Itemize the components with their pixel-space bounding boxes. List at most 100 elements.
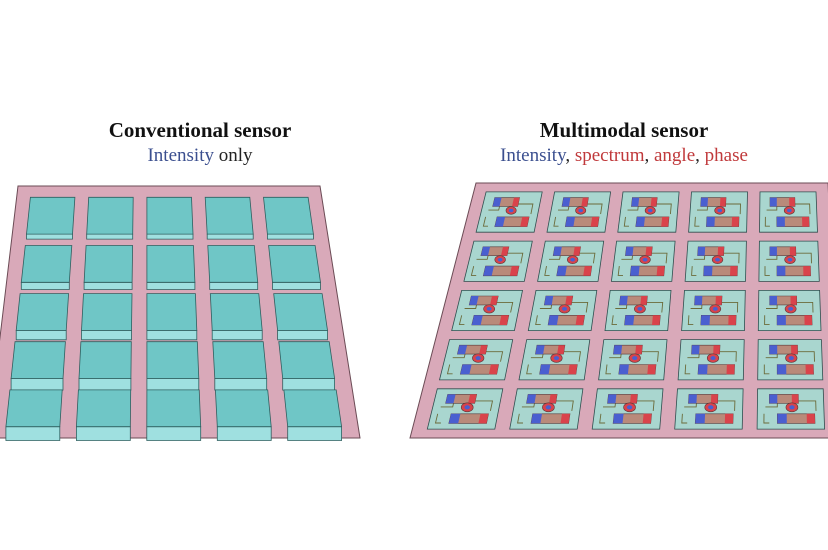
ring-core xyxy=(486,307,492,311)
pixel-side xyxy=(214,378,268,391)
sensor-cell xyxy=(438,339,514,381)
device-blue-end xyxy=(769,394,778,404)
sensor-cell xyxy=(677,339,745,381)
pixel xyxy=(146,293,198,331)
trace xyxy=(691,266,697,276)
sensor-cell xyxy=(591,388,664,430)
device-blue-end xyxy=(777,364,787,375)
device-blue-end xyxy=(697,246,706,256)
device-red-end xyxy=(806,413,815,424)
trace xyxy=(553,216,559,227)
subtitle-only: only xyxy=(213,145,253,166)
device-blue-end xyxy=(445,394,456,404)
device-red-end xyxy=(640,296,648,305)
trace xyxy=(446,364,453,375)
sensor-cell xyxy=(759,191,818,233)
device-blue-end xyxy=(607,394,617,404)
ring-core xyxy=(788,307,794,311)
device-blue-end xyxy=(700,315,710,325)
pixel-side xyxy=(26,233,73,240)
device-blue-end xyxy=(460,364,472,375)
device-red-end xyxy=(645,246,653,256)
device-red-end xyxy=(731,216,739,227)
pixel xyxy=(146,389,202,428)
ring-core xyxy=(789,405,795,410)
ring-core xyxy=(570,257,576,262)
device-red-end xyxy=(730,266,738,276)
device-blue-end xyxy=(548,315,559,325)
pixel-side xyxy=(86,233,134,240)
device-blue-end xyxy=(535,345,545,355)
device-red-end xyxy=(790,296,797,305)
sensor-cell xyxy=(610,240,676,282)
device-blue-end xyxy=(769,296,778,305)
subtitle-sep: , xyxy=(565,145,575,166)
device-blue-end xyxy=(492,197,502,207)
pixel xyxy=(146,196,194,235)
sensor-cell xyxy=(426,388,504,430)
multimodal-title: Multimodal sensor xyxy=(539,118,709,142)
device-blue-end xyxy=(556,266,567,276)
device-red-end xyxy=(581,197,589,207)
trace xyxy=(763,413,770,424)
pixel xyxy=(146,341,200,379)
pixel xyxy=(212,341,268,379)
pixel-side xyxy=(211,329,263,341)
device-red-end xyxy=(583,266,592,276)
pixel-side xyxy=(78,378,132,391)
ring-core xyxy=(632,356,638,361)
subtitle-sep: , xyxy=(695,145,705,166)
sensor-cell xyxy=(688,191,748,233)
device-red-end xyxy=(573,246,581,256)
device-red-end xyxy=(490,296,499,305)
pixel xyxy=(283,389,343,428)
subtitle-sep: , xyxy=(644,145,654,166)
ring-core xyxy=(710,356,716,361)
device-red-end xyxy=(468,394,477,404)
device-red-end xyxy=(557,345,565,355)
pixel-side xyxy=(10,378,64,391)
device-red-end xyxy=(715,296,722,305)
device-blue-end xyxy=(565,216,575,227)
pixel-side xyxy=(282,378,336,391)
pixel xyxy=(5,389,63,428)
device-red-end xyxy=(590,216,600,227)
device-blue-end xyxy=(613,345,623,355)
device-blue-end xyxy=(625,246,634,256)
pixel xyxy=(263,196,314,235)
pixel xyxy=(20,245,73,283)
pixel-side xyxy=(76,426,131,441)
device-blue-end xyxy=(777,266,786,276)
device-red-end xyxy=(713,345,720,355)
device-red-end xyxy=(724,413,734,424)
trace xyxy=(458,315,465,326)
ring-core xyxy=(464,405,470,410)
sensor-cell xyxy=(518,339,591,381)
device-red-end xyxy=(802,216,810,227)
trace xyxy=(623,216,629,227)
sensor-cell xyxy=(509,388,584,430)
pixel-side xyxy=(209,281,259,290)
sensor-cell xyxy=(598,339,668,381)
pixel xyxy=(86,196,134,235)
pixel-side xyxy=(146,378,200,391)
device-red-end xyxy=(488,364,499,375)
trace xyxy=(763,364,770,375)
device-red-end xyxy=(635,345,643,355)
device-red-end xyxy=(499,315,509,325)
subtitle-phase: phase xyxy=(704,145,748,166)
device-blue-end xyxy=(769,246,777,256)
ring-core xyxy=(642,257,648,262)
device-blue-end xyxy=(688,394,697,404)
trace xyxy=(764,266,770,276)
pixel xyxy=(207,245,259,283)
ring-core xyxy=(497,257,503,262)
device-blue-end xyxy=(480,246,491,256)
device-red-end xyxy=(728,315,737,325)
subtitle-angle: angle xyxy=(654,145,696,166)
sensor-cell xyxy=(527,289,598,332)
device-blue-end xyxy=(483,266,494,276)
trace xyxy=(599,413,606,424)
multimodal-title-block: Multimodal sensor Intensity, spectrum, a… xyxy=(420,116,828,168)
